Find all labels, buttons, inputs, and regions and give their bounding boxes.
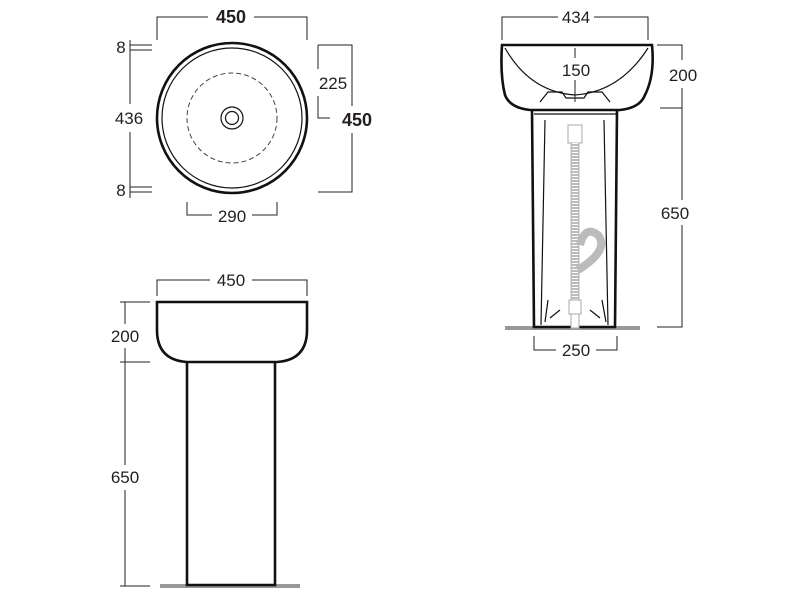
dimension-side-height: 200 650 xyxy=(657,44,697,328)
basin xyxy=(500,43,654,112)
top-view: 450 8 436 8 225 450 290 xyxy=(115,7,372,226)
drain-outer xyxy=(220,106,244,130)
drain-inner xyxy=(224,110,240,126)
dimension-base: 250 xyxy=(533,336,618,360)
svg-text:250: 250 xyxy=(562,341,590,360)
dimension-front-width: 450 xyxy=(156,271,308,296)
dimension-drain: 150 xyxy=(562,48,590,102)
waste-pipe xyxy=(567,124,606,329)
svg-text:8: 8 xyxy=(116,38,125,57)
svg-text:150: 150 xyxy=(562,61,590,80)
dimension-right: 225 450 xyxy=(317,44,372,193)
svg-text:650: 650 xyxy=(661,204,689,223)
basin-outer-rim xyxy=(155,41,309,195)
pedestal-inner xyxy=(540,119,609,326)
svg-text:436: 436 xyxy=(115,109,143,128)
svg-text:290: 290 xyxy=(218,207,246,226)
svg-text:200: 200 xyxy=(669,66,697,85)
svg-text:200: 200 xyxy=(111,327,139,346)
svg-text:225: 225 xyxy=(319,74,347,93)
dimension-side-width: 434 xyxy=(501,8,649,40)
basin xyxy=(155,300,309,364)
basin-inner-rim xyxy=(161,47,303,189)
svg-text:650: 650 xyxy=(111,468,139,487)
pedestal xyxy=(185,360,277,587)
svg-text:450: 450 xyxy=(217,271,245,290)
svg-text:450: 450 xyxy=(216,7,246,27)
bowl-dashed-outline xyxy=(186,72,278,164)
fixing-brackets xyxy=(544,299,607,323)
svg-text:8: 8 xyxy=(116,181,125,200)
front-view: 450 200 650 xyxy=(111,271,309,588)
dimension-bowl: 290 xyxy=(186,202,278,226)
side-view: 434 150 200 650 250 xyxy=(500,8,697,360)
dimension-front-height: 200 650 xyxy=(111,301,150,587)
dimension-left: 8 436 8 xyxy=(115,38,152,200)
svg-text:434: 434 xyxy=(562,8,590,27)
svg-text:450: 450 xyxy=(342,110,372,130)
dimension-top-width: 450 xyxy=(156,7,308,40)
